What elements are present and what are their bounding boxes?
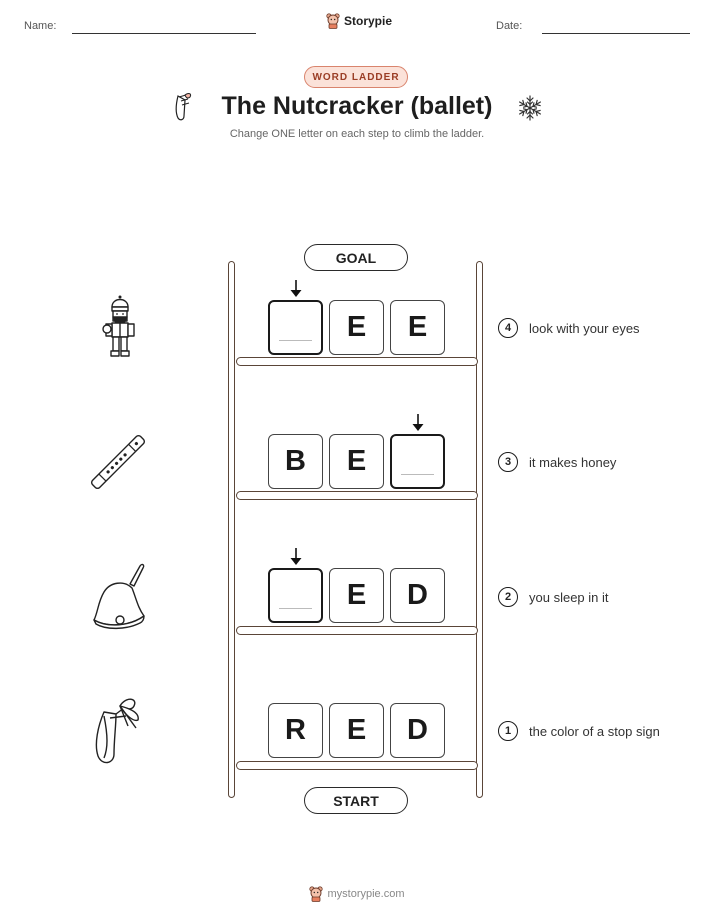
arrow-down-icon	[412, 414, 424, 431]
step-number: 3	[498, 452, 518, 472]
clue-text: you sleep in it	[529, 590, 609, 605]
letter: D	[407, 579, 428, 611]
bell-icon	[93, 563, 145, 630]
ladder-rung	[236, 491, 478, 500]
ladder-rung	[236, 626, 478, 635]
name-line[interactable]	[72, 33, 256, 34]
storypie-mascot-icon	[309, 886, 324, 902]
letter: D	[407, 714, 428, 746]
letter: E	[407, 311, 428, 343]
worksheet-instructions: Change ONE letter on each step to climb …	[229, 128, 485, 140]
letter: E	[346, 445, 367, 477]
title-text: The Nutcracker (ballet)	[221, 92, 493, 120]
step-number: 4	[498, 318, 518, 338]
ladder-right-rail	[476, 261, 483, 798]
flute-icon	[90, 434, 146, 490]
footer: mystorypie.com	[0, 886, 714, 902]
ladder-left-rail	[228, 261, 235, 798]
clue-text: the color of a stop sign	[529, 724, 660, 739]
brand-name: Storypie	[344, 14, 393, 28]
date-label: Date:	[496, 20, 523, 32]
ballet-slipper-small-icon	[175, 93, 192, 121]
ballet-slipper-icon	[95, 698, 139, 764]
letter: E	[346, 311, 367, 343]
brand-logo: Storypie	[326, 13, 392, 29]
letter-box: E	[329, 568, 384, 623]
letter: E	[346, 579, 367, 611]
letter-box: E	[329, 703, 384, 758]
letter-box: E	[329, 300, 384, 355]
nutcracker-soldier-icon	[102, 295, 135, 357]
letter-box: R	[268, 703, 323, 758]
letter-box-blank[interactable]	[268, 300, 323, 355]
worksheet-title: The Nutcracker (ballet)	[0, 92, 714, 121]
worksheet-type-badge: WORD LADDER	[304, 66, 408, 88]
date-line[interactable]	[542, 33, 690, 34]
name-label: Name:	[24, 20, 57, 32]
arrow-down-icon	[290, 548, 302, 565]
arrow-down-icon	[290, 280, 302, 297]
letter-box-blank[interactable]	[390, 434, 445, 489]
step-number: 2	[498, 587, 518, 607]
letter: E	[346, 714, 367, 746]
snowflake-icon	[517, 95, 543, 121]
clue-text: look with your eyes	[529, 321, 640, 336]
letter-box: E	[329, 434, 384, 489]
letter-box: D	[390, 703, 445, 758]
ladder-rung	[236, 357, 478, 366]
letter-box-blank[interactable]	[268, 568, 323, 623]
goal-label: GOAL	[304, 244, 408, 271]
clue-text: it makes honey	[529, 455, 617, 470]
letter-box: B	[268, 434, 323, 489]
ladder-rung	[236, 761, 478, 770]
letter: B	[285, 445, 306, 477]
letter-box: E	[390, 300, 445, 355]
letter: R	[285, 714, 306, 746]
step-number: 1	[498, 721, 518, 741]
letter-box: D	[390, 568, 445, 623]
storypie-mascot-icon	[326, 13, 340, 29]
footer-url[interactable]: mystorypie.com	[327, 888, 405, 900]
start-label: START	[304, 787, 408, 814]
